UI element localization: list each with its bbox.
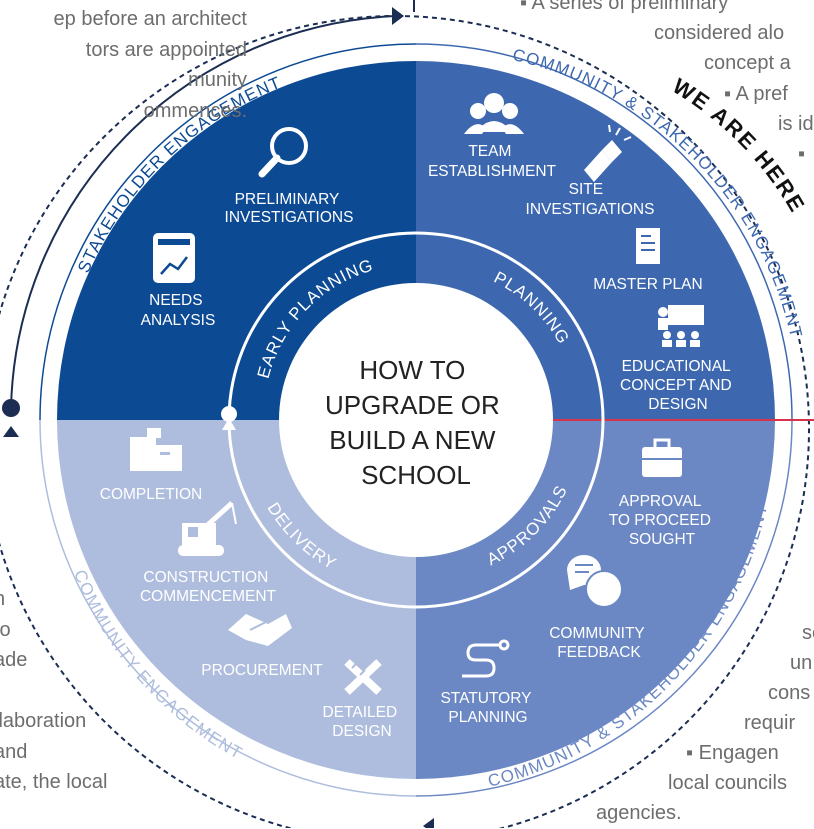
team-icon [464, 93, 524, 134]
step-detailed-design: DETAILED DESIGN [323, 704, 402, 740]
outer-thin-rings [39, 43, 793, 797]
center-title-line-1: HOW TO [359, 355, 465, 385]
center-circle [279, 283, 553, 557]
step-needs-analysis: NEEDS ANALYSIS [141, 292, 216, 329]
inner-start-dot [221, 406, 237, 422]
step-statutory-planning: STATUTORY PLANNING [440, 690, 535, 726]
route-icon [462, 639, 510, 678]
crane-icon [178, 501, 237, 556]
pencil-ruler-icon [344, 659, 382, 695]
svg-text:HOW TO UPGRADE OR BUIL: HOW TO UPGRADE OR BUILD A NEW SCHOOL [325, 355, 507, 490]
building-icon [130, 428, 182, 471]
step-team-establishment: TEAM ESTABLISHMENT [428, 143, 557, 180]
step-preliminary-investigations: PRELIMINARY INVESTIGATIONS [225, 191, 354, 226]
flashlight-icon [584, 124, 632, 182]
magnifier-icon [258, 127, 308, 178]
classroom-icon [658, 305, 704, 347]
handshake-icon [228, 614, 292, 646]
outer-start-marker [2, 399, 20, 417]
step-site-investigations: SITE INVESTIGATIONS [526, 181, 655, 218]
arrow-top-icon [392, 7, 404, 25]
step-construction-commencement: CONSTRUCTION COMMENCEMENT [140, 569, 277, 605]
step-master-plan: MASTER PLAN [593, 276, 702, 293]
step-community-feedback: COMMUNITY FEEDBACK [549, 625, 649, 661]
inner-arrow-icon [222, 418, 236, 430]
center-title-line-2: UPGRADE OR [325, 390, 500, 420]
briefcase-icon [642, 438, 682, 477]
step-completion: COMPLETION [100, 486, 202, 503]
calculator-chart-icon [153, 233, 195, 283]
step-approval-to-proceed: APPROVAL TO PROCEED SOUGHT [609, 493, 716, 548]
step-educational-concept: EDUCATIONAL CONCEPT AND DESIGN [620, 358, 736, 413]
arrow-left-icon [3, 426, 19, 437]
master-plan-icon [636, 228, 660, 264]
arrow-bottom-icon [423, 818, 434, 828]
step-procurement: PROCUREMENT [201, 662, 323, 679]
center-title-line-3: BUILD A NEW [329, 425, 496, 455]
chat-bubbles-icon [567, 555, 623, 608]
center-title-line-4: SCHOOL [361, 460, 471, 490]
side-text-bottom-left: n to ade llaboration and ate, the local [0, 588, 108, 793]
side-text-top-left: ep before an architect tors are appointe… [53, 8, 247, 122]
outer-solid-arc [10, 15, 397, 409]
